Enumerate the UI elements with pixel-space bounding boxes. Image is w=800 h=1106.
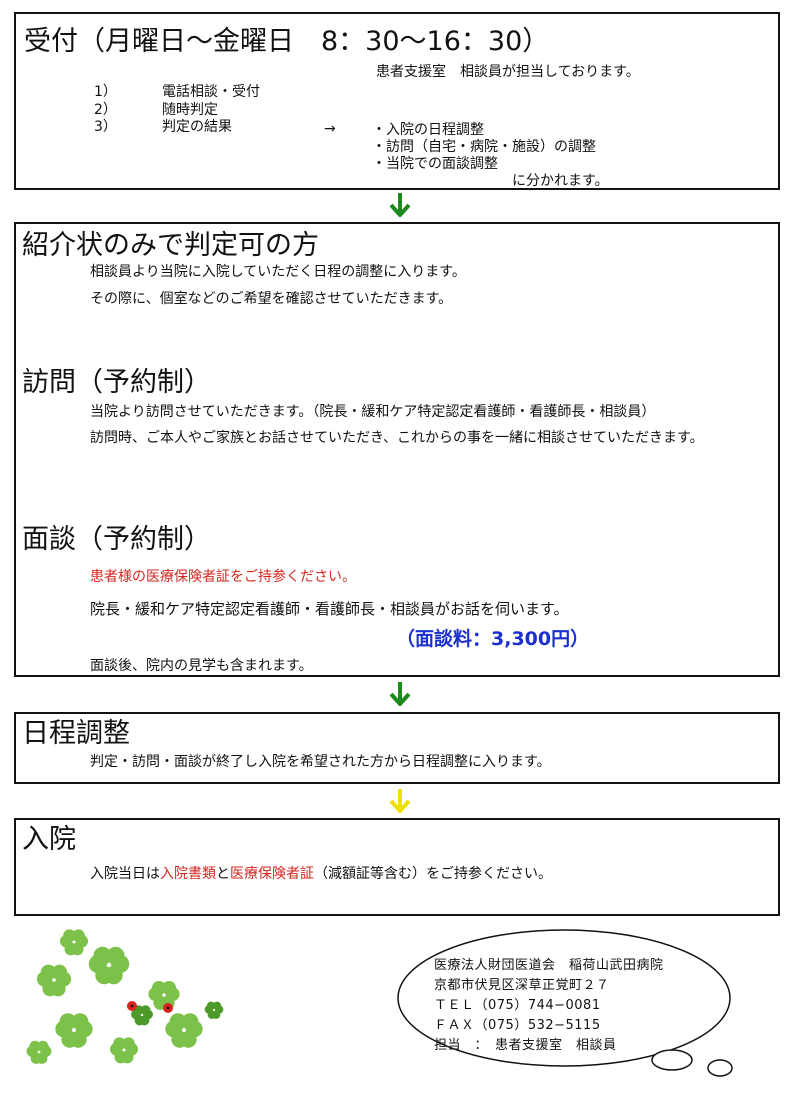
- visit-heading: 訪問（予約制）: [22, 367, 211, 398]
- admission-text-prefix: 入院当日は: [90, 866, 160, 882]
- bubble-outline: [397, 929, 731, 1067]
- interview-fee: （面談料：3,300円）: [396, 628, 590, 650]
- schedule-heading: 日程調整: [22, 718, 130, 749]
- arrow-down-icon: [389, 789, 411, 813]
- thought-bubble-small: [651, 1049, 733, 1077]
- contact-bubble: 医療法人財団医道会 稲荷山武田病院 京都市伏見区深草正覚町２７ ＴＥＬ（075）…: [394, 928, 734, 1078]
- arrow-down-icon: [389, 193, 411, 217]
- result-item-1: ・入院の日程調整: [372, 122, 484, 138]
- schedule-box: 日程調整 判定・訪問・面談が終了し入院を希望された方から日程調整に入ります。: [14, 712, 780, 784]
- admission-text-suffix: （減額証等含む）をご持参ください。: [314, 866, 552, 882]
- admission-box: 入院 入院当日は入院書類と医療保険者証（減額証等含む）をご持参ください。: [14, 818, 780, 916]
- visit-line-2: 訪問時、ご本人やご家族とお話させていただき、これからの事を一緒に相談させていただ…: [90, 430, 704, 446]
- step-3-label: 判定の結果: [162, 119, 232, 135]
- interview-staff: 院長・緩和ケア特定認定看護師・看護師長・相談員がお話を伺います。: [90, 600, 569, 618]
- admission-doc-1: 入院書類: [160, 866, 216, 882]
- reception-heading: 受付（月曜日～金曜日 8：30～16：30）: [24, 26, 550, 57]
- step-3-num: 3）: [94, 119, 117, 135]
- visit-line-1: 当院より訪問させていただきます。（院長・緩和ケア特定認定看護師・看護師長・相談員…: [90, 404, 656, 420]
- admission-doc-2: 医療保険者証: [230, 866, 314, 882]
- result-tail: に分かれます。: [512, 173, 609, 189]
- schedule-text: 判定・訪問・面談が終了し入院を希望された方から日程調整に入ります。: [90, 754, 551, 770]
- staff-note: 患者支援室 相談員が担当しております。: [376, 64, 640, 80]
- step-2-label: 随時判定: [162, 102, 218, 118]
- contact-address: 京都市伏見区深草正覚町２７: [434, 978, 610, 993]
- interview-heading: 面談（予約制）: [22, 524, 211, 555]
- clover-illustration: [14, 920, 244, 1070]
- referral-line-2: その際に、個室などのご希望を確認させていただきます。: [90, 291, 453, 307]
- referral-line-1: 相談員より当院に入院していただく日程の調整に入ります。: [90, 264, 466, 280]
- admission-heading: 入院: [22, 824, 76, 855]
- admission-text: 入院当日は入院書類と医療保険者証（減額証等含む）をご持参ください。: [90, 866, 552, 882]
- step-2-num: 2）: [94, 102, 117, 118]
- consultation-box: 紹介状のみで判定可の方 相談員より当院に入院していただく日程の調整に入ります。 …: [14, 222, 780, 677]
- contact-org: 医療法人財団医道会 稲荷山武田病院: [434, 958, 664, 973]
- step-1-num: 1）: [94, 84, 117, 100]
- interview-tour: 面談後、院内の見学も含まれます。: [90, 658, 313, 674]
- result-arrow: →: [324, 121, 336, 137]
- admission-conj: と: [216, 866, 230, 882]
- arrow-down-icon: [389, 682, 411, 706]
- result-item-2: ・訪問（自宅・病院・施設）の調整: [372, 139, 596, 155]
- interview-notice: 患者様の医療保険者証をご持参ください。: [90, 569, 356, 585]
- contact-person: 担当 ： 患者支援室 相談員: [434, 1038, 617, 1053]
- contact-fax: ＦＡＸ（075）532−5115: [434, 1018, 601, 1033]
- contact-tel: ＴＥＬ（075）744−0081: [434, 998, 601, 1013]
- referral-heading: 紹介状のみで判定可の方: [22, 230, 319, 261]
- step-1-label: 電話相談・受付: [162, 84, 260, 100]
- result-item-3: ・当院での面談調整: [372, 156, 498, 172]
- reception-box: 受付（月曜日～金曜日 8：30～16：30） 患者支援室 相談員が担当しておりま…: [14, 12, 780, 190]
